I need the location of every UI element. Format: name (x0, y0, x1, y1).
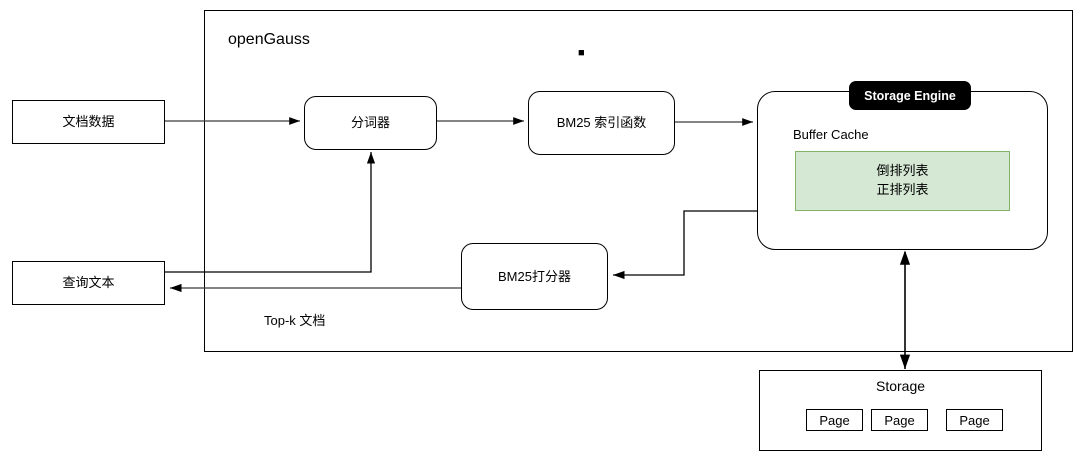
stray-dot-marker: ■ (578, 47, 585, 59)
opengauss-title: openGauss (228, 31, 310, 48)
list-labels: 倒排列表 正排列表 (876, 162, 928, 200)
storage-engine-badge-label: Storage Engine (864, 88, 956, 103)
node-bm25-index-function[interactable]: BM25 索引函数 (528, 91, 675, 155)
node-tokenizer-label: 分词器 (350, 115, 390, 131)
page-chip-2-label: Page (884, 412, 915, 428)
node-tokenizer[interactable]: 分词器 (304, 96, 437, 150)
storage-engine-badge: Storage Engine (849, 81, 971, 110)
storage-label: Storage (876, 378, 926, 394)
page-chip-2[interactable]: Page (871, 409, 928, 431)
page-chip-1-label: Page (819, 412, 850, 428)
buffer-cache-label: Buffer Cache (793, 127, 869, 142)
node-query-text-label: 查询文本 (62, 275, 115, 291)
node-bm25-scorer[interactable]: BM25打分器 (461, 243, 608, 310)
inverted-list-label: 倒排列表 (876, 163, 929, 179)
node-bm25-index-function-label: BM25 索引函数 (556, 115, 647, 131)
page-chip-3[interactable]: Page (946, 409, 1003, 431)
node-bm25-scorer-label: BM25打分器 (498, 268, 571, 284)
page-chip-3-label: Page (959, 412, 990, 428)
node-document-data-label: 文档数据 (62, 114, 115, 130)
node-query-text[interactable]: 查询文本 (12, 261, 165, 305)
node-document-data[interactable]: 文档数据 (12, 100, 165, 144)
inverted-forward-list-box[interactable]: 倒排列表 正排列表 (795, 151, 1010, 211)
forward-list-label: 正排列表 (876, 182, 929, 197)
edge-label-topk: Top-k 文档 (264, 313, 326, 328)
page-chip-1[interactable]: Page (806, 409, 863, 431)
